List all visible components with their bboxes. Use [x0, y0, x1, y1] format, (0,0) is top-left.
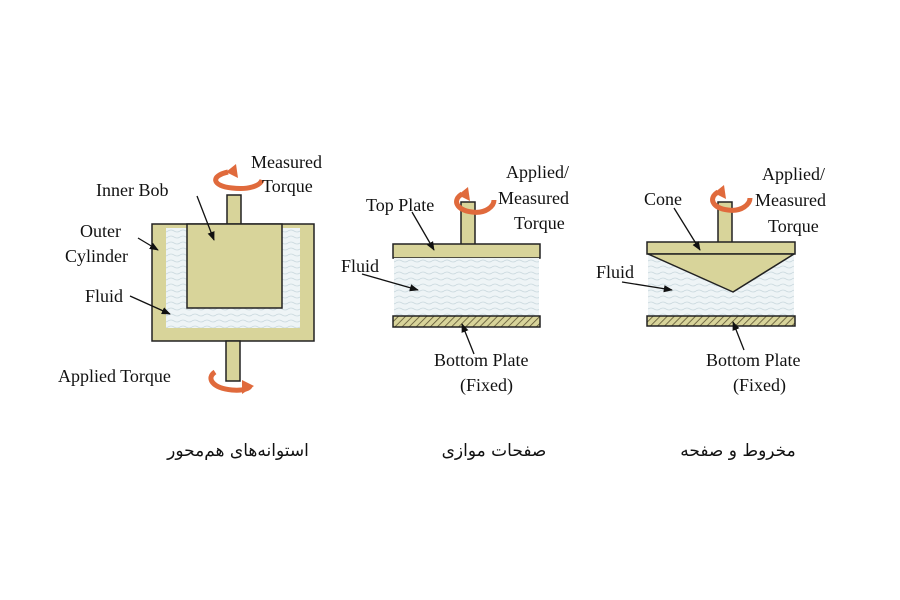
bottom-plate-label-line1: Bottom Plate — [706, 350, 801, 370]
parallel-plate-caption: صفحات موازی — [442, 441, 547, 461]
torque-arrowhead-icon — [714, 185, 726, 199]
top-plate — [392, 243, 541, 259]
torque-arrowhead-icon — [458, 187, 470, 201]
concentric-cylinders-caption: استوانه‌های هم‌محور — [166, 441, 309, 461]
cone — [647, 253, 795, 293]
cone-leader — [673, 207, 701, 251]
bottom-plate-label-line2: (Fixed) — [460, 375, 513, 396]
inner-bob-leader — [196, 195, 215, 241]
applied-torque-label: Applied Torque — [58, 366, 171, 386]
fluid-leader — [361, 273, 419, 292]
cone-label: Cone — [644, 189, 682, 209]
measured-torque-label-line1: Measured — [251, 152, 322, 172]
applied-torque-arrowhead-icon — [242, 380, 254, 394]
torque-arrow-icon — [454, 191, 497, 215]
measured-torque-arrow-icon — [213, 169, 265, 191]
inner-bob — [186, 223, 283, 309]
fluid-label: Fluid — [341, 256, 379, 276]
cone-plate-caption: مخروط و صفحه — [680, 441, 796, 461]
top-plate-label: Top Plate — [366, 195, 434, 215]
outer-cylinder-label-line2: Cylinder — [65, 246, 128, 266]
torque-label-line1: Applied/ — [762, 164, 825, 184]
cone-top-plate — [646, 241, 796, 255]
torque-label-line3: Torque — [768, 216, 819, 236]
torque-arrow-icon — [710, 189, 753, 213]
outer-cylinder-label-line1: Outer — [80, 221, 121, 241]
parallel-plate-diagram: Applied/ Measured Torque Top Plate Fluid… — [341, 162, 569, 461]
concentric-cylinders-diagram: Measured Torque Inner Bob Outer Cylinder… — [58, 152, 322, 461]
bottom-plate-leader — [732, 321, 745, 351]
inner-bob-label: Inner Bob — [96, 180, 168, 200]
bottom-plate — [646, 315, 796, 327]
bottom-plate-leader — [461, 323, 475, 355]
cone-plate-diagram: Applied/ Measured Torque Cone Fluid Bott… — [596, 164, 826, 461]
measured-torque-arrowhead-icon — [226, 164, 238, 178]
fluid-leader — [129, 295, 171, 315]
bottom-shaft — [225, 340, 241, 382]
bottom-plate-label-line2: (Fixed) — [733, 375, 786, 396]
outer-cylinder-leader — [137, 237, 159, 251]
bottom-plate — [392, 315, 541, 328]
torque-label-line3: Torque — [514, 213, 565, 233]
fluid-region — [394, 258, 539, 316]
fluid-leader — [621, 281, 673, 293]
measured-torque-label-line2: Torque — [262, 176, 313, 196]
fluid-label: Fluid — [596, 262, 634, 282]
torque-label-line2: Measured — [498, 188, 569, 208]
fluid-label: Fluid — [85, 286, 123, 306]
bottom-plate-label-line1: Bottom Plate — [434, 350, 529, 370]
torque-label-line2: Measured — [755, 190, 826, 210]
torque-label-line1: Applied/ — [506, 162, 569, 182]
top-plate-leader — [411, 211, 435, 251]
